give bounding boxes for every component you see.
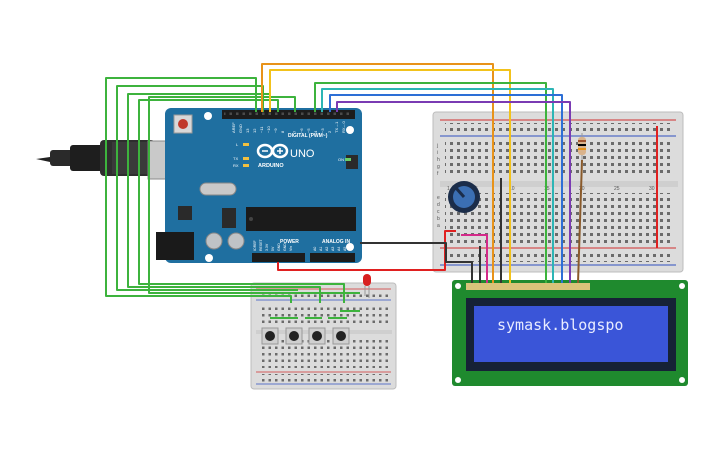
pin-tx-label: TX→1 bbox=[334, 121, 339, 133]
bb-col-1: 1 bbox=[447, 186, 450, 192]
pin-gnd-label: GND bbox=[238, 124, 243, 133]
lcd-screen bbox=[474, 306, 668, 362]
lcd-module bbox=[452, 280, 688, 386]
bb-row-d: d bbox=[437, 202, 440, 208]
wire-red-5v bbox=[277, 230, 456, 271]
bb-col-25: 25 bbox=[614, 186, 620, 192]
rx-led-label: RX bbox=[233, 163, 239, 168]
wire-green-1 bbox=[105, 77, 292, 303]
red-led bbox=[363, 274, 371, 298]
wire-green-lcd bbox=[314, 82, 547, 283]
wires bbox=[105, 63, 658, 319]
bb-row-h: h bbox=[437, 157, 440, 163]
pin-a1-label: A1 bbox=[319, 247, 323, 251]
bb-row-g: g bbox=[437, 164, 440, 170]
potentiometer[interactable] bbox=[448, 181, 480, 213]
arduino-brand-label: ARDUINO bbox=[258, 163, 284, 169]
wire-teal bbox=[321, 88, 554, 283]
bb-row-c: c bbox=[437, 209, 440, 215]
arduino-model-label: UNO bbox=[290, 148, 315, 160]
pin-4-label: 4 bbox=[313, 130, 318, 133]
wire-black-gnd bbox=[360, 242, 473, 283]
bb-col-10: 10 bbox=[509, 186, 515, 192]
pin-5v-label: 5V bbox=[271, 246, 275, 251]
pin-8-label: 8 bbox=[280, 130, 285, 133]
tx-led-label: TX bbox=[233, 156, 238, 161]
wire-orange bbox=[261, 63, 494, 283]
pin-7-label: 7 bbox=[292, 130, 297, 133]
pin-gnd2-label: GND bbox=[283, 243, 287, 251]
on-led-label: ON bbox=[338, 157, 344, 162]
bb-row-a: a bbox=[437, 223, 440, 229]
pin-3-label: ~3 bbox=[320, 128, 325, 133]
pin-9-label: ~9 bbox=[273, 128, 278, 133]
pin-rx-label: RX←0 bbox=[341, 120, 346, 133]
arduino-uno-board bbox=[156, 108, 362, 263]
pin-2-label: 2 bbox=[327, 130, 332, 133]
resistor bbox=[578, 133, 586, 160]
l-led-label: L bbox=[236, 142, 239, 147]
pin-12-label: 12 bbox=[252, 128, 257, 133]
bb-col-30: 30 bbox=[649, 186, 655, 192]
bb-row-e: e bbox=[437, 195, 440, 201]
pin-gnd1-label: GND bbox=[277, 243, 281, 251]
bb-row-b: b bbox=[437, 216, 440, 222]
main-breadboard: j i h g f e d c b a 1 5 10 15 20 25 30 bbox=[432, 111, 684, 273]
arduino-logo bbox=[256, 143, 289, 159]
wire-green-4 bbox=[138, 99, 345, 303]
bb-row-j: j bbox=[436, 143, 438, 149]
pin-6-label: ~6 bbox=[299, 128, 304, 133]
pin-a3-label: A3 bbox=[331, 247, 335, 251]
pin-aref-label: AREF bbox=[231, 122, 236, 133]
wire-yellow bbox=[269, 69, 511, 283]
pin-a5-label: A5 bbox=[343, 247, 347, 251]
wire-green-5 bbox=[148, 96, 360, 294]
wire-blue bbox=[329, 94, 563, 283]
pin-13-label: 13 bbox=[245, 128, 250, 133]
pin-5-label: ~5 bbox=[306, 128, 311, 133]
push-button-2[interactable] bbox=[285, 327, 303, 345]
bb-row-i: i bbox=[437, 150, 438, 156]
bb-row-f: f bbox=[437, 171, 439, 177]
pin-a2-label: A2 bbox=[325, 247, 329, 251]
pin-ioref-label: IOREF bbox=[253, 240, 257, 251]
pin-3v3-label: 3.3V bbox=[265, 243, 269, 251]
wire-magenta bbox=[461, 234, 488, 283]
pin-a0-label: A0 bbox=[313, 247, 317, 251]
pin-10-label: ~10 bbox=[266, 125, 271, 133]
lcd-display-text: symask.blogspo bbox=[497, 316, 623, 334]
wire-brown-res bbox=[577, 159, 583, 284]
wire-purple bbox=[336, 101, 571, 283]
pin-11-label: ~11 bbox=[259, 126, 264, 133]
pin-a4-label: A4 bbox=[337, 247, 341, 251]
push-button-4[interactable] bbox=[332, 327, 350, 345]
push-button-1[interactable] bbox=[261, 327, 279, 345]
pin-reset-label: RESET bbox=[259, 238, 263, 251]
analog-header-label: ANALOG IN bbox=[322, 239, 350, 245]
digital-header-label: DIGITAL (PWM~) bbox=[288, 133, 328, 139]
usb-cable bbox=[36, 140, 155, 176]
push-button-3[interactable] bbox=[308, 327, 326, 345]
pin-vin-label: Vin bbox=[289, 246, 293, 251]
power-header-label: POWER bbox=[280, 239, 299, 245]
